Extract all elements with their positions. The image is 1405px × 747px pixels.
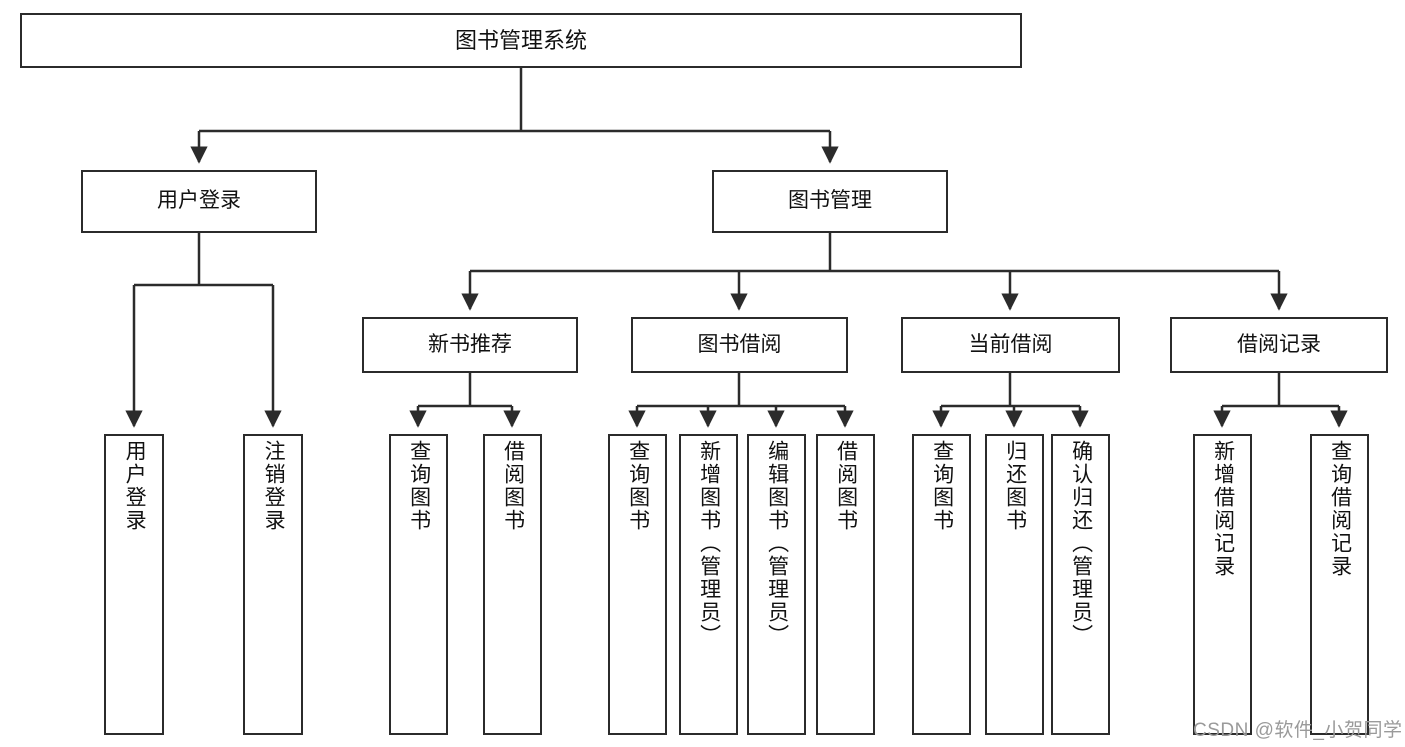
node-leaf-user-logout[interactable]: 注销登录 xyxy=(243,434,303,735)
node-leaf-borrow-book-1-label: 借阅图书 xyxy=(501,440,525,532)
node-leaf-edit-book-label: 编辑图书（管理员） xyxy=(765,440,789,647)
node-leaf-return-book[interactable]: 归还图书 xyxy=(985,434,1044,735)
node-leaf-query-book-1[interactable]: 查询图书 xyxy=(389,434,448,735)
node-leaf-query-record-label: 查询借阅记录 xyxy=(1328,440,1352,578)
node-current-borrow-label: 当前借阅 xyxy=(968,332,1053,356)
node-user-login[interactable]: 用户登录 xyxy=(81,170,317,233)
node-leaf-query-book-2-label: 查询图书 xyxy=(626,440,650,532)
node-leaf-user-login-label: 用户登录 xyxy=(123,440,147,532)
node-leaf-user-logout-label: 注销登录 xyxy=(262,440,286,532)
node-book-borrow-label: 图书借阅 xyxy=(697,332,782,356)
node-current-borrow[interactable]: 当前借阅 xyxy=(901,317,1120,373)
node-leaf-borrow-book-2-label: 借阅图书 xyxy=(834,440,858,532)
node-root[interactable]: 图书管理系统 xyxy=(20,13,1022,68)
node-leaf-query-book-3-label: 查询图书 xyxy=(930,440,954,532)
node-leaf-confirm-return-label: 确认归还（管理员） xyxy=(1069,440,1093,647)
node-leaf-add-record-label: 新增借阅记录 xyxy=(1211,440,1235,578)
node-leaf-query-book-3[interactable]: 查询图书 xyxy=(912,434,971,735)
node-book-management[interactable]: 图书管理 xyxy=(712,170,948,233)
node-leaf-query-book-2[interactable]: 查询图书 xyxy=(608,434,667,735)
node-new-book-recommend-label: 新书推荐 xyxy=(428,332,512,356)
node-leaf-add-book-label: 新增图书（管理员） xyxy=(697,440,721,647)
node-borrow-record-label: 借阅记录 xyxy=(1237,332,1321,356)
node-leaf-return-book-label: 归还图书 xyxy=(1003,440,1027,532)
node-borrow-record[interactable]: 借阅记录 xyxy=(1170,317,1388,373)
node-user-login-label: 用户登录 xyxy=(157,189,241,213)
node-leaf-query-record[interactable]: 查询借阅记录 xyxy=(1310,434,1369,735)
node-root-label: 图书管理系统 xyxy=(454,27,587,53)
node-leaf-borrow-book-1[interactable]: 借阅图书 xyxy=(483,434,542,735)
node-book-management-label: 图书管理 xyxy=(788,189,872,213)
node-leaf-confirm-return[interactable]: 确认归还（管理员） xyxy=(1051,434,1110,735)
node-book-borrow[interactable]: 图书借阅 xyxy=(631,317,848,373)
csdn-watermark: CSDN @软件_小贺同学 xyxy=(1193,720,1403,741)
node-new-book-recommend[interactable]: 新书推荐 xyxy=(362,317,578,373)
node-leaf-edit-book[interactable]: 编辑图书（管理员） xyxy=(747,434,806,735)
node-leaf-add-book[interactable]: 新增图书（管理员） xyxy=(679,434,738,735)
node-leaf-user-login[interactable]: 用户登录 xyxy=(104,434,164,735)
node-leaf-add-record[interactable]: 新增借阅记录 xyxy=(1193,434,1252,735)
node-leaf-borrow-book-2[interactable]: 借阅图书 xyxy=(816,434,875,735)
node-leaf-query-book-1-label: 查询图书 xyxy=(407,440,431,532)
